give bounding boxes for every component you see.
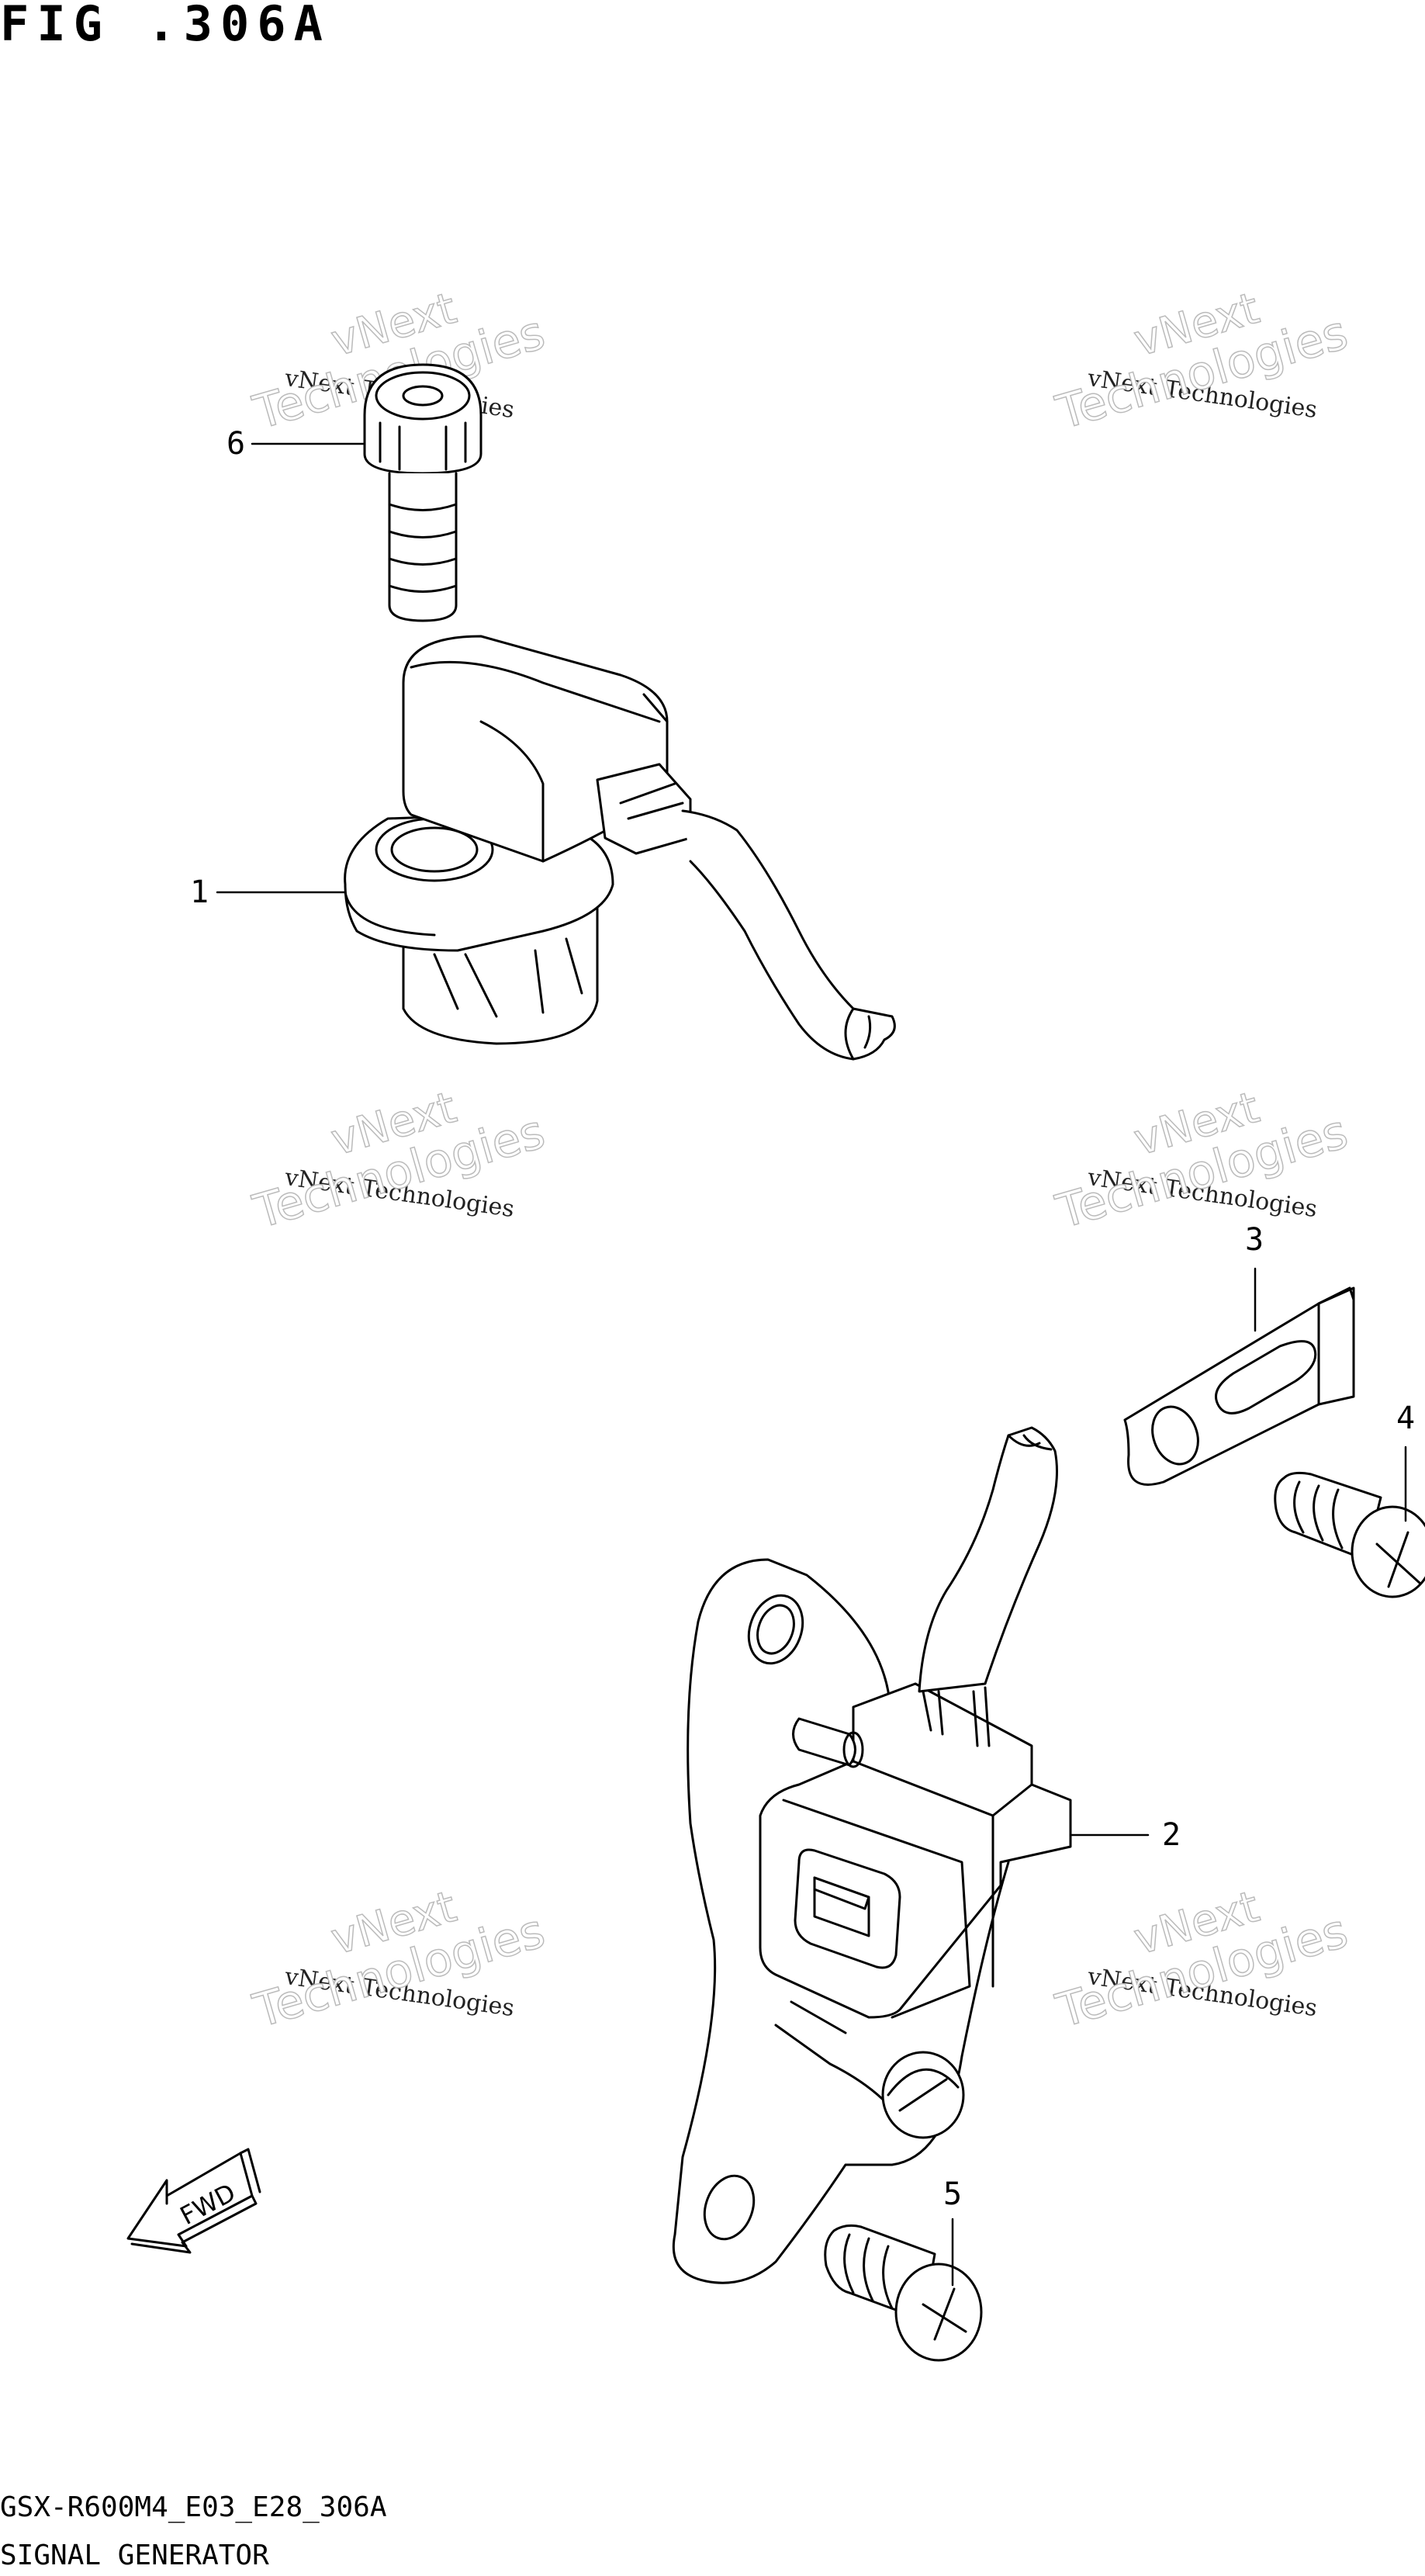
model-code: GSX-R600M4_E03_E28_306A [0,2491,387,2523]
section-name: SIGNAL GENERATOR [0,2540,269,2571]
part-1-signal-generator [345,636,895,1059]
leader-lines [217,444,1406,2285]
callout-4: 4 [1396,1401,1416,1436]
part-3-plate [1125,1288,1354,1484]
part-6-bolt [365,365,481,621]
callout-3: 3 [1245,1222,1264,1258]
callout-6: 6 [227,426,246,462]
callout-2: 2 [1162,1817,1181,1853]
part-5-screw [825,2225,981,2360]
figure-title: FIG .306A [0,0,330,52]
part-4-screw [1275,1473,1425,1597]
part-2-signal-generator-bracket [673,1428,1070,2283]
fwd-arrow [128,2149,260,2252]
callout-5: 5 [943,2176,963,2212]
callout-1: 1 [190,874,209,910]
